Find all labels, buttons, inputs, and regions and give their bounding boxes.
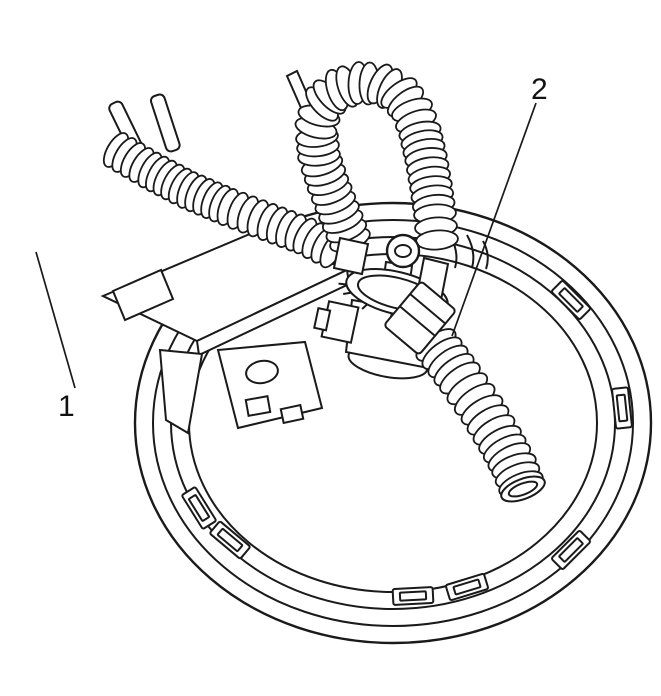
ring-tab <box>551 530 591 570</box>
ring-tab <box>445 572 489 602</box>
callout-2: 2 <box>451 73 548 337</box>
callout-1-label: 1 <box>58 390 75 423</box>
callout-1: 1 <box>35 251 76 423</box>
module-lower-housing <box>216 340 324 430</box>
ring-tab <box>611 386 633 430</box>
callout-2-leader <box>451 102 537 337</box>
ring-tab <box>391 586 435 606</box>
ring-tab <box>551 280 591 320</box>
hose-end-cap <box>500 475 546 503</box>
callout-1-leader <box>35 251 76 389</box>
ring-tabs <box>181 280 633 606</box>
corrugated-hose-right <box>415 328 544 498</box>
mounting-plate <box>100 229 351 435</box>
ring-tab <box>181 486 217 530</box>
ring-tab <box>209 520 251 560</box>
port-fitting <box>385 233 421 269</box>
callout-2-label: 2 <box>531 73 548 106</box>
hose-sleeve <box>384 281 456 355</box>
